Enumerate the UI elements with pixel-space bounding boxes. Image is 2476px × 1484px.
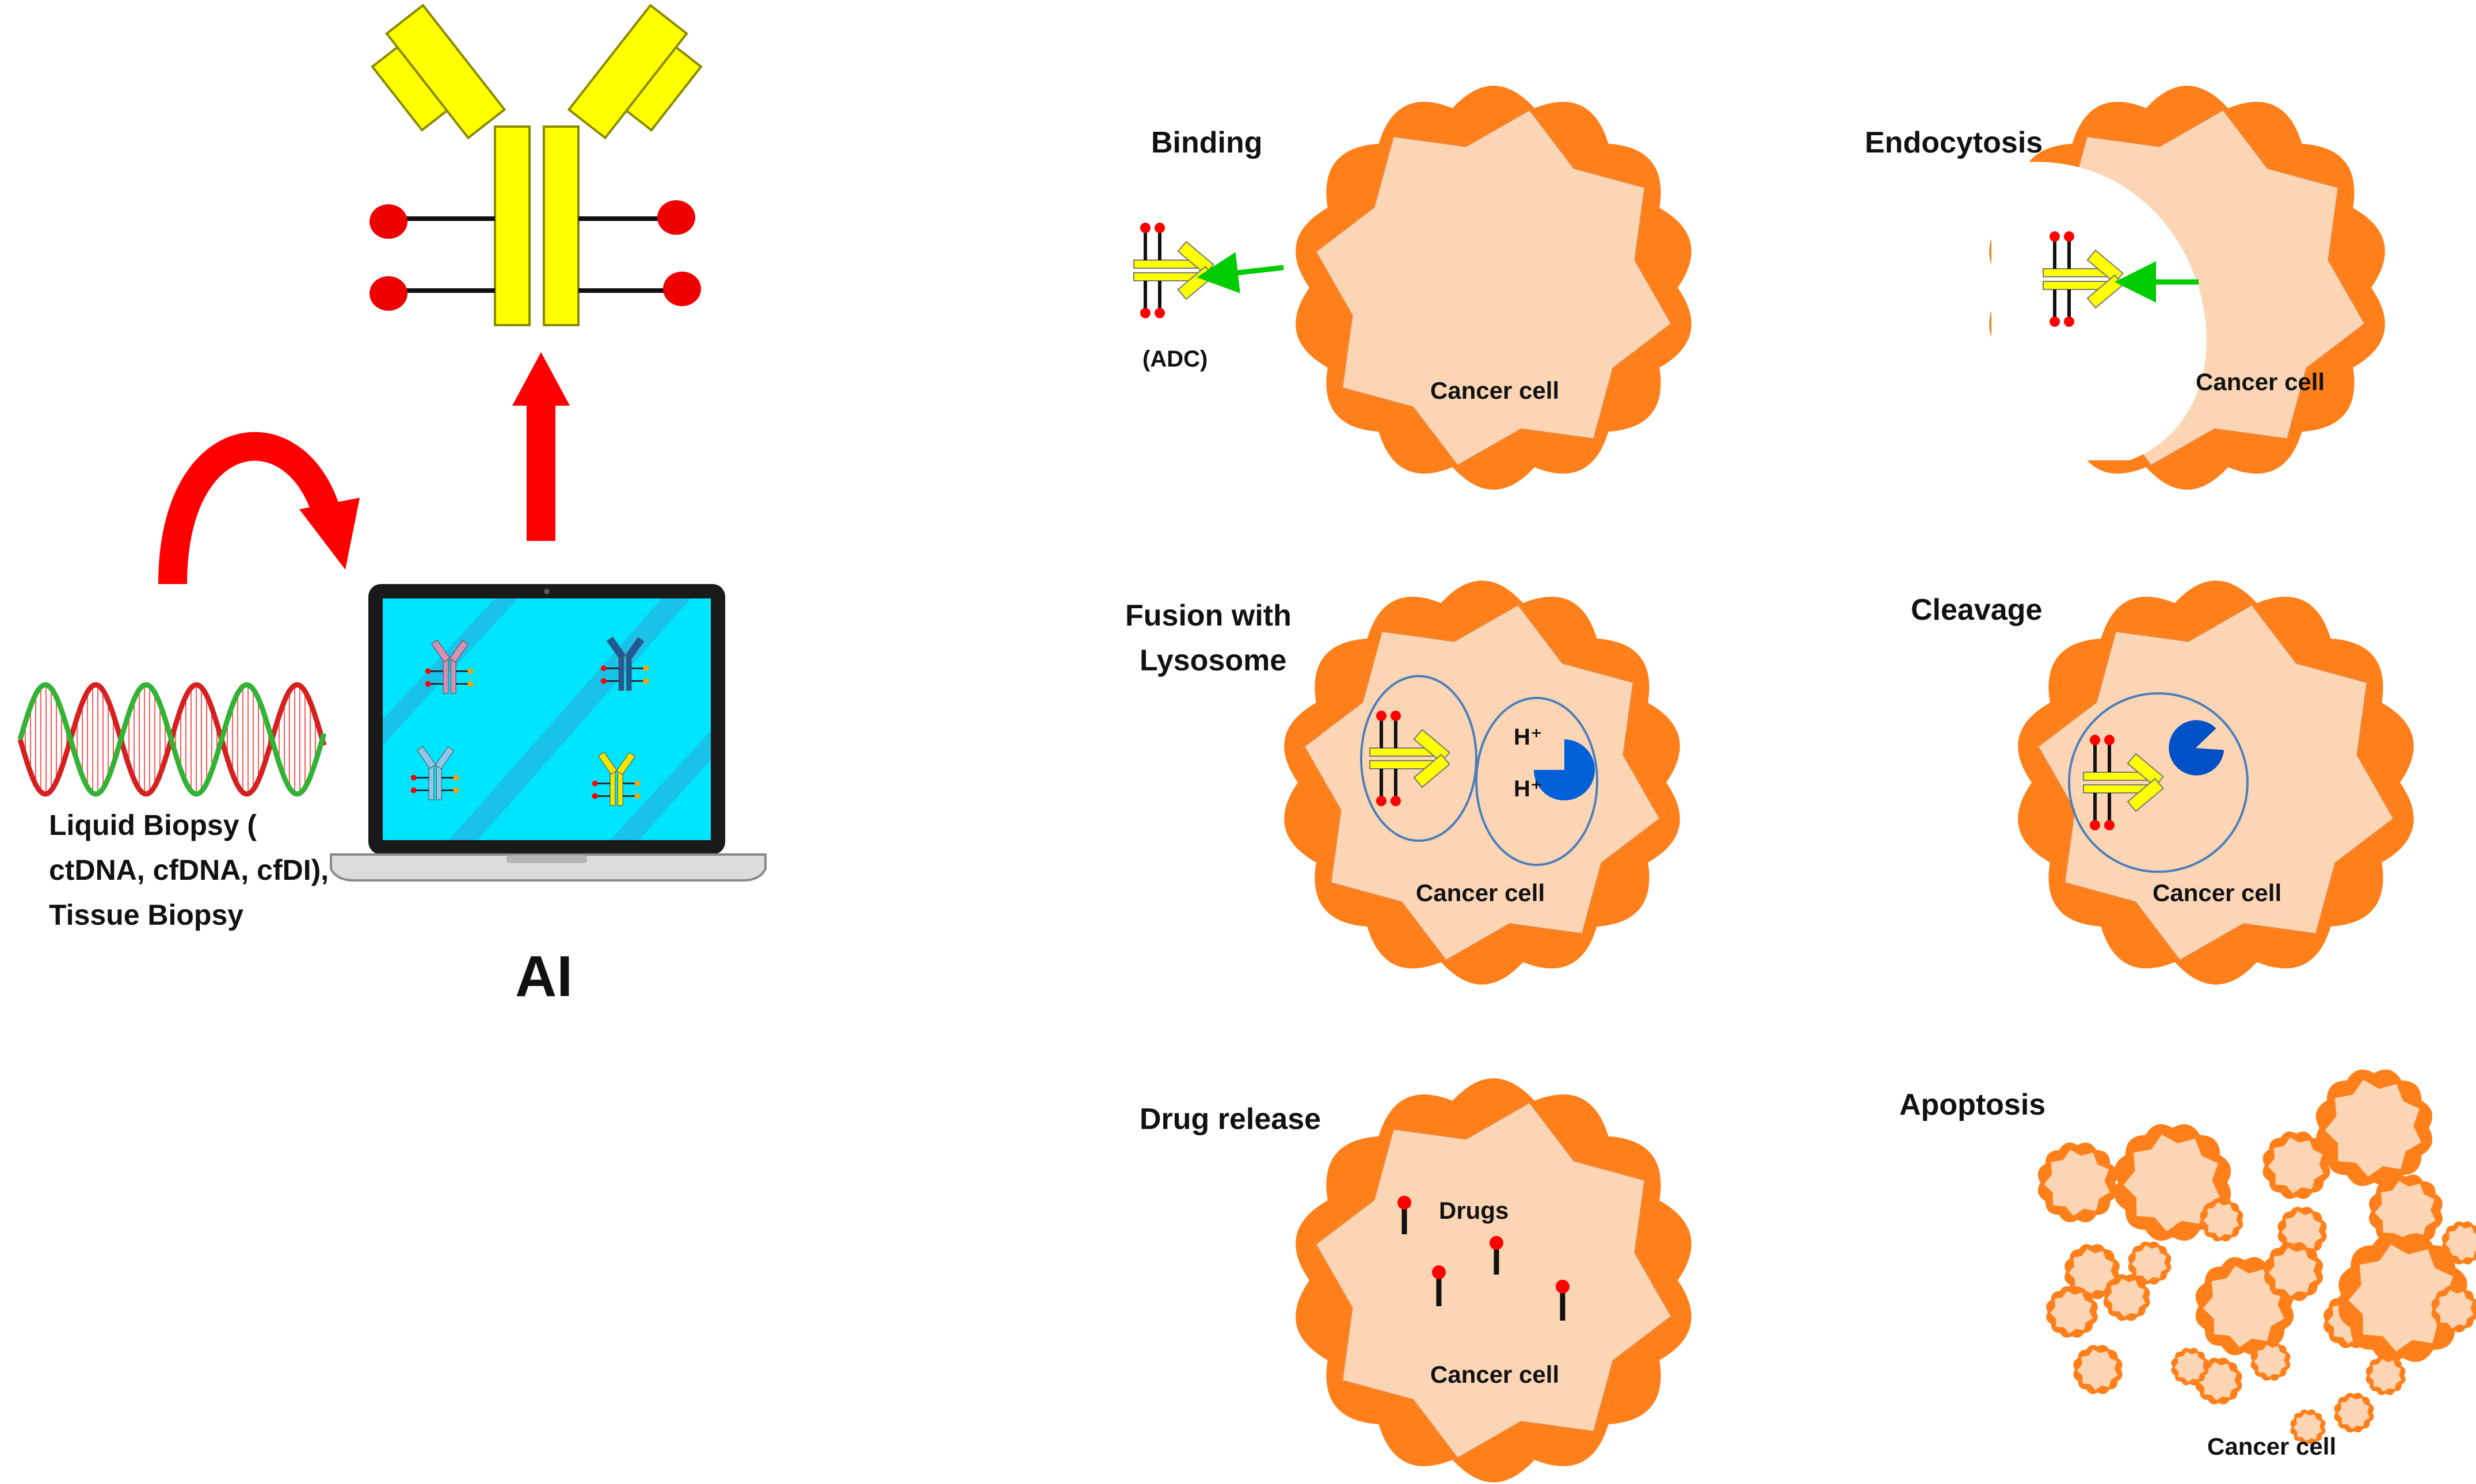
enzyme-icon (1534, 720, 2224, 800)
biopsy-label: Liquid Biopsy ( ctDNA, cfDNA, cfDI), Tis… (49, 809, 329, 931)
cancer-cell-fusion (1284, 581, 1680, 985)
adc-endocytosis-icon (2043, 231, 2124, 327)
step-title-release: Drug release (1140, 1102, 1321, 1136)
drug-molecule-2 (1490, 1236, 1503, 1275)
cell-label-binding: Cancer cell (1430, 377, 1560, 404)
laptop-icon (330, 584, 767, 882)
antibody-icon (370, 3, 703, 326)
cancer-cell-binding (1296, 86, 1692, 490)
drug-molecule-1 (1397, 1196, 1411, 1234)
drug-molecule-3 (1432, 1265, 1446, 1306)
cell-label-endocytosis: Cancer cell (2196, 368, 2325, 395)
lysosome-icon (1360, 675, 2249, 873)
drugs-label: Drugs (1439, 1197, 1509, 1224)
cell-label-release: Cancer cell (1430, 1361, 1560, 1388)
step-title-fusion-2: Lysosome (1140, 644, 1287, 677)
cell-label-apoptosis: Cancer cell (2207, 1433, 2337, 1460)
curved-arrow-icon (158, 432, 360, 585)
step-title-endocytosis: Endocytosis (1865, 126, 2043, 159)
laptop-antibody-lightblue (410, 746, 459, 800)
step-title-cleavage: Cleavage (1911, 593, 2043, 627)
cell-label-cleavage: Cancer cell (2153, 879, 2282, 906)
step-title-fusion-1: Fusion with (1125, 599, 1292, 632)
laptop-antibody-yellow (592, 751, 641, 806)
cell-label-fusion: Cancer cell (1416, 879, 1545, 906)
apoptotic-bodies (2037, 1069, 2476, 1445)
adc-binding-icon (1133, 223, 1214, 318)
laptop-antibody-navy (600, 636, 649, 691)
drug-icon (1397, 1196, 1570, 1321)
ai-label: AI (515, 944, 573, 1009)
ion-label-1: H⁺ (1514, 724, 1542, 750)
step-title-apoptosis: Apoptosis (1899, 1088, 2046, 1121)
binding-arrow-icon (1197, 252, 1284, 293)
endocytosis-pocket (1991, 162, 2207, 460)
adc-cleavage-icon (2083, 735, 2164, 830)
drug-molecule-4 (1556, 1280, 1570, 1321)
adc-fusion-icon (1369, 711, 1450, 806)
laptop-antibody-pink (425, 639, 474, 694)
dna-helix-icon (17, 682, 327, 797)
step-title-binding: Binding (1151, 126, 1263, 159)
up-arrow-icon (512, 352, 570, 541)
cancer-cell-cleavage (2018, 581, 2414, 985)
adc-label: (ADC) (1142, 346, 1208, 372)
cancer-cell-release (1296, 1078, 1692, 1482)
ion-label-2: H⁺ (1514, 776, 1542, 802)
